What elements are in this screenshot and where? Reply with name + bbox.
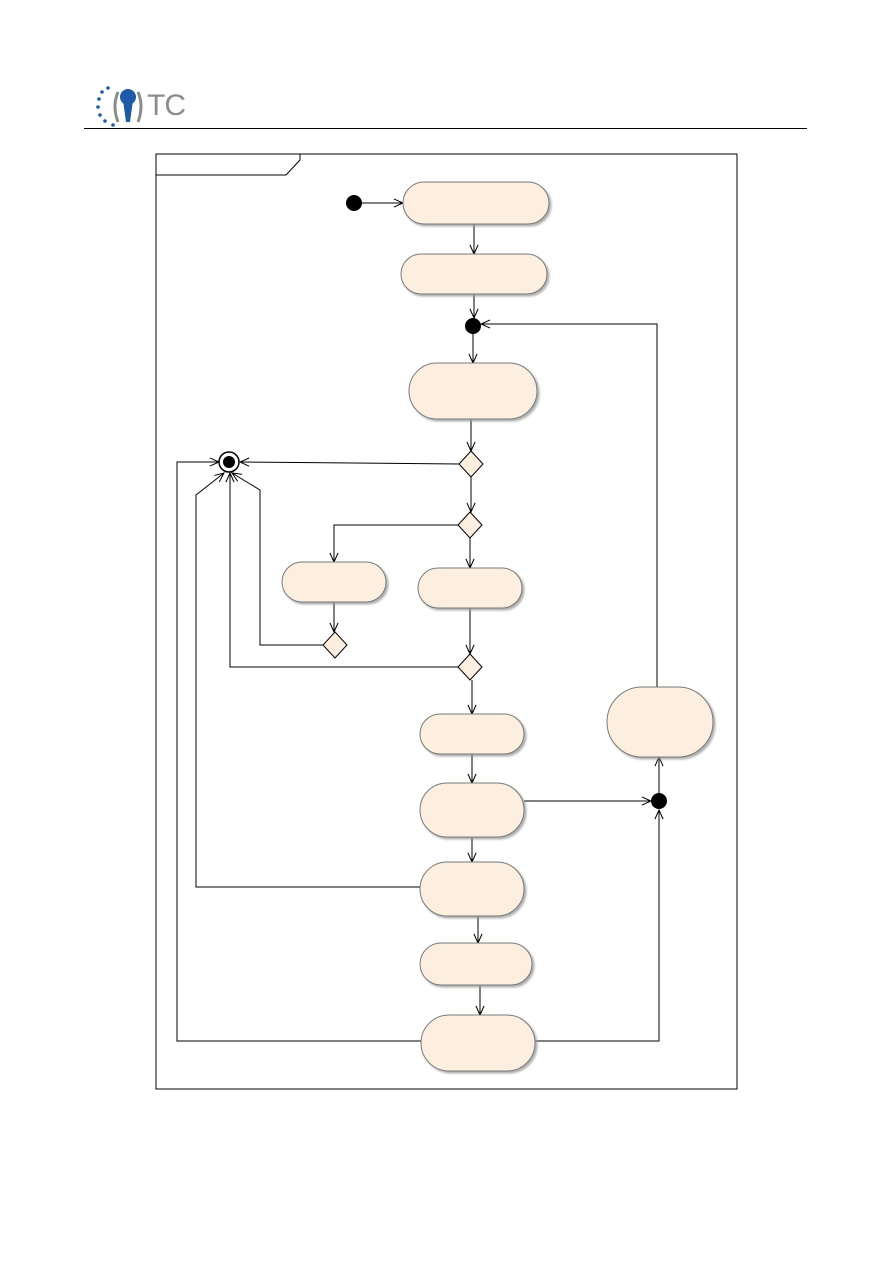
action-node [417, 567, 523, 609]
merge-node [465, 318, 481, 334]
action-node [402, 181, 550, 225]
action-shape [419, 782, 525, 838]
logo: TC [94, 84, 194, 130]
action-node [419, 713, 525, 755]
control-flow-edge [469, 224, 479, 256]
edge-line [195, 472, 420, 888]
control-flow-edge [469, 294, 479, 320]
action-shape [419, 942, 533, 986]
arrowhead [230, 472, 242, 482]
arrowhead [466, 502, 476, 514]
control-flow-edge [467, 837, 477, 864]
control-flow-edge [329, 602, 339, 634]
action-shape [417, 567, 523, 609]
control-flow-edge [176, 457, 421, 1042]
edge-line [239, 461, 460, 465]
arrowhead [469, 308, 479, 320]
control-flow-edge [362, 198, 405, 208]
edge-line [481, 323, 658, 687]
nodes [218, 181, 714, 1072]
action-shape [400, 253, 548, 295]
edge-line [535, 810, 660, 1042]
arrowhead [654, 808, 664, 820]
control-flow-edge [465, 538, 475, 570]
arrowhead [479, 319, 491, 329]
action-node [606, 686, 714, 758]
control-flow-edge [466, 419, 476, 453]
edge-line [231, 472, 323, 646]
control-flow-edge [238, 457, 460, 467]
action-shape [419, 861, 525, 917]
decision-node [457, 511, 483, 539]
diagram-frame [155, 153, 738, 1090]
edge-line [176, 461, 421, 1042]
header-divider [84, 128, 807, 129]
control-flow-edge [479, 319, 658, 687]
decision-node [322, 631, 348, 659]
edge-line [333, 524, 458, 562]
edges [176, 198, 664, 1042]
control-flow-edge [467, 680, 477, 716]
edge-line [229, 473, 458, 668]
control-flow-edge [225, 471, 458, 668]
page-header: TC [0, 0, 893, 135]
action-node [281, 561, 387, 603]
control-flow-edge [467, 754, 477, 785]
control-flow-edge [524, 796, 653, 806]
decision-node [457, 653, 483, 681]
action-shape [606, 686, 714, 758]
merge-node [651, 793, 667, 809]
action-shape [402, 181, 550, 225]
action-node [400, 253, 548, 295]
action-shape [281, 561, 387, 603]
action-node [419, 861, 525, 917]
action-node [420, 1014, 536, 1072]
action-node [419, 782, 525, 838]
arrowhead [214, 472, 225, 483]
keyhole-logo-icon [96, 86, 143, 127]
action-node [408, 362, 538, 420]
arrowhead [329, 622, 339, 634]
initial-node [346, 195, 362, 211]
arrowhead [225, 471, 235, 483]
control-flow-edge [465, 608, 475, 656]
control-flow-edge [654, 755, 664, 793]
control-flow-edge [473, 916, 483, 945]
control-flow-edge [466, 477, 476, 514]
control-flow-edge [230, 472, 323, 646]
final-node-core [223, 456, 235, 468]
action-shape [420, 1014, 536, 1072]
decision-node [458, 450, 484, 478]
control-flow-edge [468, 334, 478, 365]
control-flow-edge [329, 524, 458, 564]
control-flow-edge [535, 808, 664, 1042]
action-shape [408, 362, 538, 420]
arrowhead [238, 457, 250, 467]
action-shape [419, 713, 525, 755]
action-node [419, 942, 533, 986]
control-flow-edge [475, 985, 485, 1017]
control-flow-edge [195, 472, 420, 888]
logo-text: TC [147, 89, 186, 122]
